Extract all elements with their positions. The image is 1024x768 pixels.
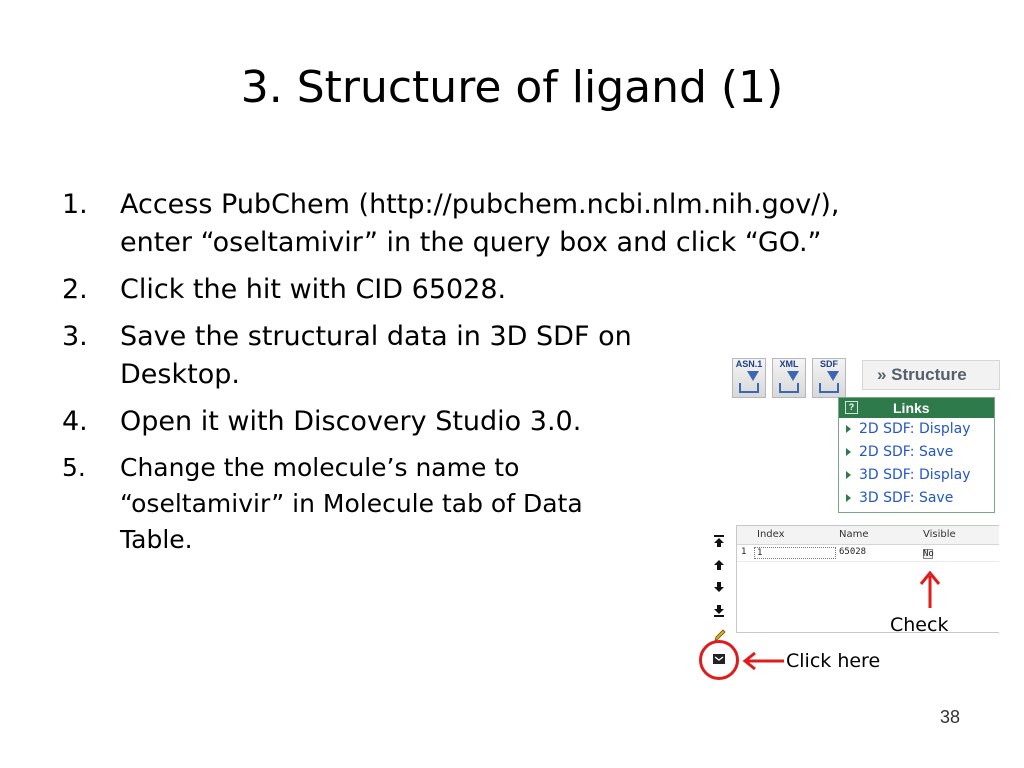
asn1-download-button[interactable]: ASN.1 bbox=[732, 358, 766, 398]
sdf-label: SDF bbox=[820, 359, 838, 369]
move-down-icon[interactable] bbox=[710, 578, 728, 596]
edit-pencil-icon[interactable] bbox=[710, 626, 728, 644]
step-item: 5. Change the molecule’s name to “oselta… bbox=[62, 450, 650, 558]
sdf-download-button[interactable]: SDF bbox=[812, 358, 846, 398]
link-3d-sdf-display[interactable]: 3D SDF: Display bbox=[839, 464, 994, 487]
triangle-icon bbox=[846, 494, 851, 502]
link-label: 2D SDF: Save bbox=[859, 444, 954, 460]
triangle-icon bbox=[846, 425, 851, 433]
step-number: 1. bbox=[62, 189, 88, 220]
link-label: 3D SDF: Save bbox=[859, 490, 954, 506]
step-item: 1. Access PubChem (http://pubchem.ncbi.n… bbox=[62, 186, 920, 262]
table-row[interactable]: 1 1 65028 No bbox=[737, 545, 999, 562]
link-label: 3D SDF: Display bbox=[859, 467, 971, 483]
move-to-top-icon[interactable] bbox=[710, 532, 728, 550]
tray-icon bbox=[819, 383, 839, 393]
links-title: Links bbox=[893, 400, 930, 416]
tray-icon bbox=[739, 383, 759, 393]
pubchem-download-bar: ASN.1 XML SDF » Structure bbox=[732, 358, 1000, 402]
index-cell[interactable]: 1 bbox=[754, 547, 836, 559]
column-header-index[interactable]: Index bbox=[757, 529, 785, 540]
step-number: 4. bbox=[62, 406, 88, 437]
step-text: Change the molecule’s name to “oseltamiv… bbox=[120, 453, 583, 554]
triangle-icon bbox=[846, 448, 851, 456]
data-table-grid: Index Name Visible 1 1 65028 No bbox=[736, 525, 999, 633]
click-here-annotation: Click here bbox=[786, 650, 881, 672]
step-item: 4. Open it with Discovery Studio 3.0. bbox=[62, 403, 740, 441]
move-up-icon[interactable] bbox=[710, 556, 728, 574]
download-arrow-icon bbox=[827, 371, 839, 381]
step-number: 2. bbox=[62, 274, 88, 305]
help-icon[interactable]: ? bbox=[845, 401, 858, 414]
red-arrow-left-icon bbox=[742, 651, 784, 671]
red-circle-highlight bbox=[699, 640, 739, 680]
column-header-visible[interactable]: Visible bbox=[923, 529, 956, 540]
row-number: 1 bbox=[741, 547, 747, 557]
step-text: Open it with Discovery Studio 3.0. bbox=[120, 406, 582, 437]
visible-checkbox[interactable] bbox=[923, 549, 933, 559]
download-arrow-icon bbox=[787, 371, 799, 381]
download-arrow-icon bbox=[747, 371, 759, 381]
link-2d-sdf-save[interactable]: 2D SDF: Save bbox=[839, 441, 994, 464]
step-item: 2. Click the hit with CID 65028. bbox=[62, 271, 680, 309]
column-header-name[interactable]: Name bbox=[839, 529, 869, 540]
links-header: ? Links bbox=[839, 398, 994, 418]
step-item: 3. Save the structural data in 3D SDF on… bbox=[62, 318, 680, 394]
page-number: 38 bbox=[940, 707, 961, 727]
step-text: Access PubChem (http://pubchem.ncbi.nlm.… bbox=[120, 189, 840, 258]
visible-value: No bbox=[923, 549, 934, 559]
step-text: Click the hit with CID 65028. bbox=[120, 274, 507, 305]
xml-download-button[interactable]: XML bbox=[772, 358, 806, 398]
asn1-label: ASN.1 bbox=[735, 359, 763, 369]
steps-list: 1. Access PubChem (http://pubchem.ncbi.n… bbox=[62, 186, 882, 567]
slide-title: 3. Structure of ligand (1) bbox=[240, 62, 784, 113]
red-arrow-up-icon bbox=[919, 570, 941, 608]
links-panel: ? Links 2D SDF: Display 2D SDF: Save 3D … bbox=[838, 397, 995, 513]
triangle-icon bbox=[846, 471, 851, 479]
link-3d-sdf-save[interactable]: 3D SDF: Save bbox=[839, 487, 994, 510]
structure-tab[interactable]: » Structure bbox=[862, 360, 1000, 390]
link-label: 2D SDF: Display bbox=[859, 421, 971, 437]
xml-label: XML bbox=[779, 359, 799, 369]
step-number: 5. bbox=[62, 453, 86, 482]
grid-header: Index Name Visible bbox=[737, 526, 999, 545]
step-text: Save the structural data in 3D SDF on De… bbox=[120, 321, 632, 390]
check-annotation: Check bbox=[890, 614, 949, 636]
name-cell[interactable]: 65028 bbox=[839, 547, 867, 557]
tray-icon bbox=[779, 383, 799, 393]
link-2d-sdf-display[interactable]: 2D SDF: Display bbox=[839, 418, 994, 441]
move-to-bottom-icon[interactable] bbox=[710, 602, 728, 620]
step-number: 3. bbox=[62, 321, 88, 352]
